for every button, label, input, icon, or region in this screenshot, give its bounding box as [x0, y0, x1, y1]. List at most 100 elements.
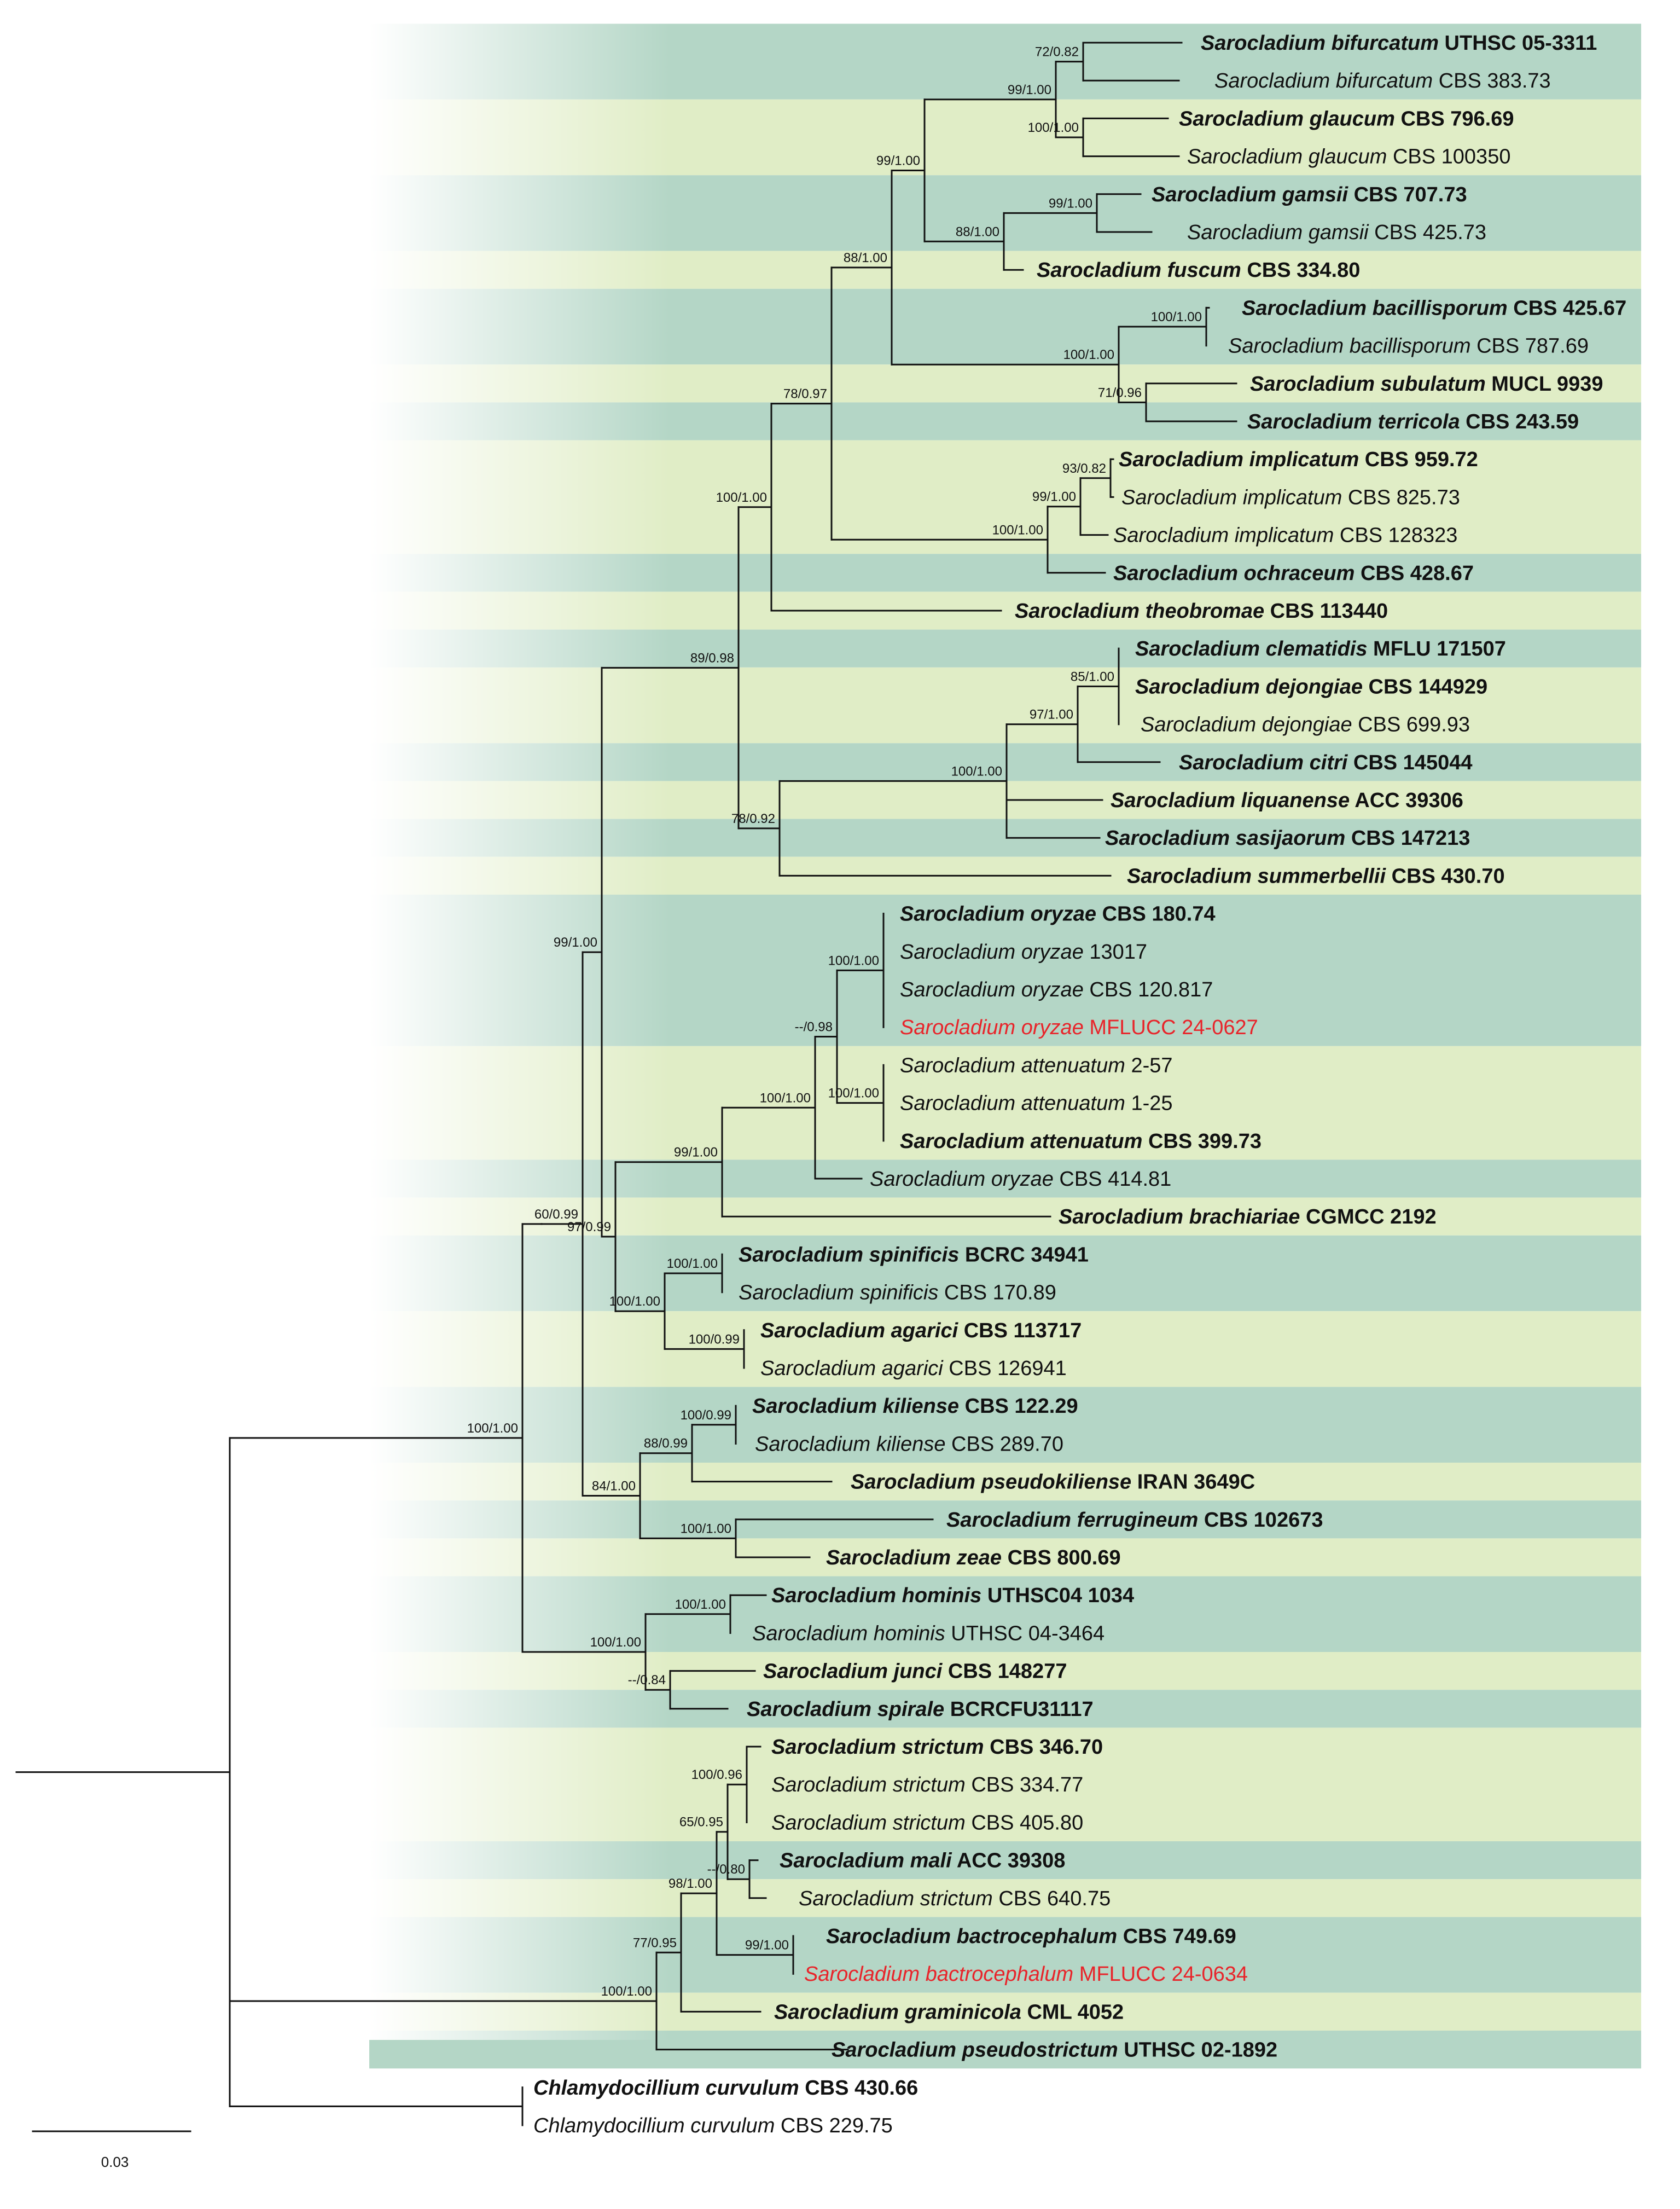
taxon-label: Sarocladium implicatum CBS 959.72: [1119, 448, 1478, 471]
support-value: 88/1.00: [956, 224, 999, 239]
support-value: 100/1.00: [828, 1086, 879, 1101]
taxon-label: Chlamydocillium curvulum CBS 229.75: [533, 2114, 893, 2137]
taxon-label: Sarocladium implicatum CBS 128323: [1113, 524, 1457, 547]
taxon-label: Sarocladium oryzae CBS 120.817: [900, 978, 1213, 1001]
taxon-label: Sarocladium theobromae CBS 113440: [1015, 600, 1388, 623]
taxon-label: Sarocladium glaucum CBS 100350: [1187, 146, 1510, 169]
support-value: 100/1.00: [609, 1294, 660, 1309]
taxon-label: Sarocladium gamsii CBS 707.73: [1152, 183, 1467, 206]
taxon-label: Sarocladium agarici CBS 113717: [760, 1319, 1082, 1342]
taxon-label: Sarocladium fuscum CBS 334.80: [1037, 259, 1360, 282]
support-value: 100/1.00: [828, 953, 879, 968]
support-value: 100/0.99: [689, 1332, 740, 1347]
taxon-label: Sarocladium strictum CBS 334.77: [771, 1773, 1083, 1796]
taxon-label: Sarocladium dejongiae CBS 144929: [1135, 675, 1487, 698]
taxon-label: Sarocladium strictum CBS 640.75: [799, 1887, 1111, 1910]
scale-bar: 0.03: [32, 2130, 191, 2170]
tree-branches: [15, 42, 1237, 2126]
support-value: 100/1.00: [716, 490, 767, 505]
support-value: --/0.84: [628, 1673, 666, 1688]
taxon-label: Sarocladium kiliense CBS 122.29: [752, 1395, 1078, 1418]
support-value: 88/0.99: [644, 1436, 688, 1451]
support-value: 100/1.00: [681, 1521, 731, 1536]
taxon-label: Sarocladium pseudokiliense IRAN 3649C: [851, 1471, 1255, 1494]
taxon-label: Sarocladium hominis UTHSC 04-3464: [752, 1622, 1105, 1645]
support-value: 77/0.95: [633, 1935, 677, 1950]
support-value: 71/0.96: [1098, 385, 1142, 400]
support-value: 89/0.98: [690, 651, 734, 665]
support-value: 84/1.00: [592, 1479, 636, 1494]
taxon-label: Sarocladium oryzae CBS 180.74: [900, 903, 1216, 926]
taxon-label: Sarocladium terricola CBS 243.59: [1247, 410, 1579, 433]
taxon-label: Sarocladium oryzae MFLUCC 24-0627: [900, 1016, 1258, 1039]
taxon-label: Sarocladium ochraceum CBS 428.67: [1113, 562, 1474, 585]
taxon-label: Sarocladium ferrugineum CBS 102673: [946, 1509, 1323, 1532]
taxon-label: Sarocladium attenuatum 2-57: [900, 1054, 1173, 1077]
support-value: 85/1.00: [1071, 669, 1114, 684]
taxon-label: Sarocladium bacillisporum CBS 787.69: [1228, 335, 1589, 358]
support-value: 100/1.00: [760, 1091, 811, 1105]
taxon-label: Sarocladium strictum CBS 346.70: [771, 1736, 1103, 1759]
support-values: 100/1.00 60/0.99 99/1.00 89/0.98 100/1.00 78/…: [467, 45, 1202, 1999]
scale-bar-label: 0.03: [101, 2154, 129, 2170]
taxon-label: Sarocladium agarici CBS 126941: [760, 1357, 1067, 1380]
taxon-label: Sarocladium hominis UTHSC04 1034: [771, 1584, 1134, 1607]
support-value: 97/0.99: [567, 1220, 611, 1234]
support-value: 72/0.82: [1035, 45, 1079, 60]
taxon-label: Chlamydocillium curvulum CBS 430.66: [533, 2077, 918, 2100]
taxon-label: Sarocladium kiliense CBS 289.70: [755, 1433, 1063, 1456]
support-value: 100/0.99: [681, 1408, 731, 1423]
support-value: 88/1.00: [844, 251, 887, 265]
taxon-label: Sarocladium attenuatum 1-25: [900, 1092, 1173, 1115]
taxon-label: Sarocladium gamsii CBS 425.73: [1187, 221, 1486, 244]
taxon-label: Sarocladium liquanense ACC 39306: [1111, 789, 1463, 812]
support-value: 99/1.00: [1008, 83, 1051, 97]
taxon-label: Sarocladium clematidis MFLU 171507: [1135, 637, 1506, 660]
taxon-label: Sarocladium bactrocephalum CBS 749.69: [826, 1925, 1236, 1948]
taxon-label: Sarocladium pseudostrictum UTHSC 02-1892: [832, 2039, 1277, 2062]
support-value: 99/1.00: [1032, 490, 1076, 505]
support-value: 100/1.00: [467, 1421, 518, 1436]
support-value: 99/1.00: [554, 935, 597, 950]
support-value: 100/1.00: [601, 1984, 652, 1999]
support-value: 100/1.00: [590, 1635, 641, 1650]
support-value: --/0.98: [795, 1020, 833, 1035]
taxon-label: Sarocladium graminicola CML 4052: [774, 2001, 1124, 2024]
support-value: 97/1.00: [1030, 708, 1073, 722]
taxon-label: Sarocladium dejongiae CBS 699.93: [1141, 714, 1470, 737]
taxon-label: Sarocladium attenuatum CBS 399.73: [900, 1130, 1262, 1153]
taxon-label: Sarocladium mali ACC 39308: [780, 1849, 1065, 1872]
support-value: 100/1.00: [675, 1597, 726, 1612]
support-value: 93/0.82: [1062, 461, 1106, 476]
taxon-label: Sarocladium bactrocephalum MFLUCC 24-063…: [804, 1963, 1248, 1986]
support-value: 99/1.00: [1049, 196, 1092, 211]
support-value: 100/1.00: [1151, 310, 1202, 324]
support-value: 99/1.00: [876, 154, 920, 169]
taxon-label: Sarocladium subulatum MUCL 9939: [1250, 373, 1603, 396]
support-value: 65/0.95: [679, 1815, 723, 1830]
taxon-label: Sarocladium citri CBS 145044: [1179, 751, 1472, 774]
taxon-label: Sarocladium zeae CBS 800.69: [826, 1546, 1121, 1569]
support-value: 100/1.00: [667, 1256, 718, 1271]
taxon-label: Sarocladium implicatum CBS 825.73: [1121, 486, 1460, 509]
taxon-label: Sarocladium oryzae CBS 414.81: [870, 1168, 1171, 1191]
support-value: 78/0.97: [783, 387, 827, 402]
support-value: 100/1.00: [1028, 120, 1079, 135]
taxon-label: Sarocladium brachiariae CGMCC 2192: [1059, 1205, 1437, 1228]
taxon-label: Sarocladium spirale BCRCFU31117: [747, 1698, 1094, 1721]
taxon-label: Sarocladium bifurcatum CBS 383.73: [1214, 69, 1551, 92]
taxon-labels: Sarocladium bifurcatum UTHSC 05-3311Saro…: [533, 32, 1626, 2137]
taxon-label: Sarocladium spinificis BCRC 34941: [739, 1243, 1089, 1266]
taxon-label: Sarocladium bacillisporum CBS 425.67: [1242, 297, 1626, 320]
support-value: 60/0.99: [534, 1207, 578, 1222]
taxon-label: Sarocladium glaucum CBS 796.69: [1179, 107, 1514, 130]
support-value: --/0.80: [707, 1862, 745, 1877]
support-value: 100/0.96: [691, 1767, 742, 1782]
taxon-label: Sarocladium bifurcatum UTHSC 05-3311: [1201, 32, 1597, 55]
support-value: 99/1.00: [745, 1938, 789, 1953]
support-value: 100/1.00: [1063, 347, 1114, 362]
taxon-label: Sarocladium spinificis CBS 170.89: [739, 1282, 1056, 1304]
support-value: 99/1.00: [674, 1145, 718, 1160]
support-value: 100/1.00: [951, 764, 1002, 779]
